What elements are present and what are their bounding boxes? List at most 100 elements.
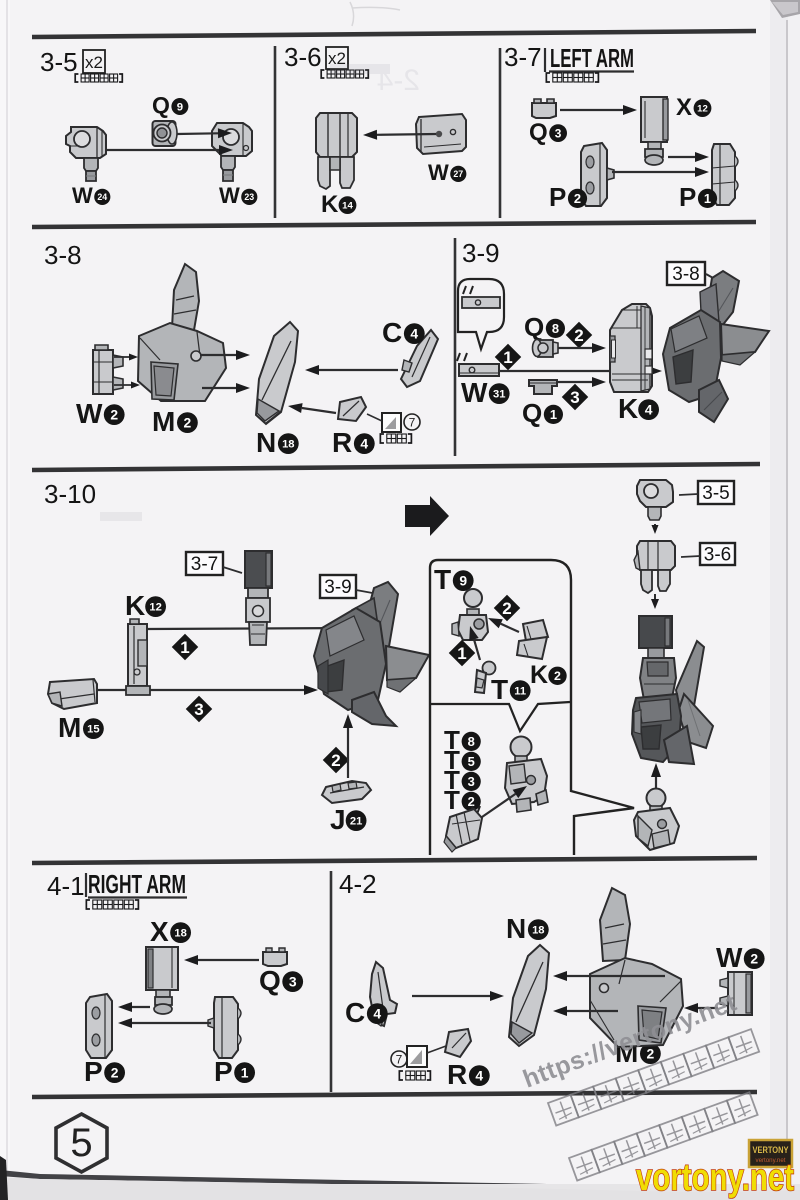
svg-text:W: W <box>428 160 449 185</box>
svg-text:1: 1 <box>704 191 711 206</box>
svg-text:1: 1 <box>550 407 557 422</box>
svg-text:12: 12 <box>149 602 161 614</box>
svg-text:4: 4 <box>645 402 653 418</box>
svg-text:Q: Q <box>259 965 281 996</box>
svg-text:24: 24 <box>97 192 107 202</box>
svg-text:P: P <box>214 1056 233 1087</box>
svg-text:18: 18 <box>174 928 186 940</box>
svg-text:T: T <box>444 785 460 815</box>
svg-text:3: 3 <box>289 974 297 990</box>
svg-text:2: 2 <box>574 191 581 206</box>
svg-text:1: 1 <box>457 644 466 663</box>
svg-text:3-8: 3-8 <box>44 240 82 270</box>
svg-text:4-1: 4-1 <box>47 871 85 901</box>
svg-text:N: N <box>506 913 526 944</box>
svg-text:P: P <box>549 182 566 212</box>
svg-text:3-6: 3-6 <box>284 42 322 72</box>
svg-text:M: M <box>152 406 175 437</box>
svg-text:N: N <box>256 427 276 458</box>
svg-text:31: 31 <box>493 389 505 401</box>
svg-text:3: 3 <box>570 388 579 407</box>
svg-text:RIGHT ARM: RIGHT ARM <box>88 869 186 899</box>
svg-text:21: 21 <box>350 816 362 828</box>
svg-text:P: P <box>84 1056 103 1087</box>
svg-text:15: 15 <box>87 724 99 736</box>
svg-text:W: W <box>72 183 93 208</box>
svg-text:T: T <box>444 745 460 775</box>
svg-text:3-7: 3-7 <box>191 554 218 575</box>
svg-text:4: 4 <box>360 436 368 452</box>
svg-text:2: 2 <box>502 599 511 618</box>
svg-text:T: T <box>491 674 508 705</box>
svg-text:K: K <box>321 191 339 218</box>
svg-text:4: 4 <box>373 1006 381 1022</box>
svg-text:P: P <box>679 182 696 212</box>
svg-text:2: 2 <box>647 1046 655 1062</box>
svg-text:3-5: 3-5 <box>702 483 729 504</box>
svg-text:Q: Q <box>524 312 544 342</box>
svg-text:23: 23 <box>244 192 254 202</box>
svg-text:3-9: 3-9 <box>324 577 351 598</box>
svg-text:2: 2 <box>111 1065 119 1081</box>
svg-text:T: T <box>444 765 460 795</box>
svg-text:3: 3 <box>555 126 562 140</box>
svg-text:2-4: 2-4 <box>377 64 420 97</box>
svg-text:9: 9 <box>177 102 183 114</box>
svg-text:2: 2 <box>184 415 192 431</box>
svg-text:7: 7 <box>409 416 416 430</box>
svg-text:3: 3 <box>468 774 475 789</box>
svg-text:27: 27 <box>453 169 463 179</box>
svg-text:8: 8 <box>552 321 559 336</box>
svg-text:x2: x2 <box>85 53 103 72</box>
svg-text:14: 14 <box>342 201 353 212</box>
svg-text:T: T <box>444 725 460 755</box>
svg-text:3: 3 <box>194 700 203 719</box>
svg-text:11: 11 <box>514 686 526 698</box>
svg-text:12: 12 <box>697 104 708 115</box>
svg-text:7: 7 <box>396 1053 403 1067</box>
svg-text:x2: x2 <box>328 49 346 68</box>
svg-text:C: C <box>382 317 402 348</box>
svg-text:W: W <box>461 377 488 408</box>
svg-text:vortony.net: vortony.net <box>636 1157 794 1199</box>
svg-text:2: 2 <box>331 751 340 770</box>
svg-text:X: X <box>676 94 692 121</box>
svg-text:4-2: 4-2 <box>339 869 377 899</box>
svg-text:3-8: 3-8 <box>672 264 699 285</box>
svg-text:W: W <box>219 183 240 208</box>
svg-text:9: 9 <box>459 573 467 589</box>
svg-text:8: 8 <box>468 734 475 749</box>
svg-text:LEFT ARM: LEFT ARM <box>550 43 634 73</box>
svg-text:5: 5 <box>70 1121 92 1165</box>
svg-text:4: 4 <box>475 1068 483 1084</box>
svg-text:K: K <box>618 393 638 424</box>
svg-text:R: R <box>332 427 352 458</box>
svg-text:T: T <box>434 564 451 595</box>
svg-text:3-10: 3-10 <box>44 479 96 509</box>
svg-text:3-7: 3-7 <box>504 42 542 72</box>
svg-text:C: C <box>345 997 365 1028</box>
svg-text:2: 2 <box>554 669 561 683</box>
svg-text:2: 2 <box>468 794 475 809</box>
svg-text:vertony.net: vertony.net <box>756 1158 786 1164</box>
svg-text:3-6: 3-6 <box>704 545 731 566</box>
svg-text:W: W <box>716 942 743 973</box>
svg-text:1: 1 <box>241 1065 249 1081</box>
svg-text:5: 5 <box>468 754 475 769</box>
svg-text:1: 1 <box>180 638 189 657</box>
svg-text:X: X <box>150 916 169 947</box>
svg-text:2: 2 <box>110 407 118 423</box>
svg-text:Q: Q <box>529 119 548 146</box>
svg-text:VERTONY: VERTONY <box>753 1145 789 1155</box>
svg-text:2: 2 <box>750 951 758 967</box>
svg-text:K: K <box>530 661 548 689</box>
svg-text:3-5: 3-5 <box>40 47 78 77</box>
svg-text:Q: Q <box>522 398 542 428</box>
svg-text:M: M <box>58 712 81 743</box>
svg-text:K: K <box>125 590 145 621</box>
svg-text:18: 18 <box>282 439 294 451</box>
svg-text:18: 18 <box>532 925 544 937</box>
svg-text:W: W <box>76 398 103 429</box>
svg-text:J: J <box>330 804 346 835</box>
svg-text:R: R <box>447 1059 467 1090</box>
